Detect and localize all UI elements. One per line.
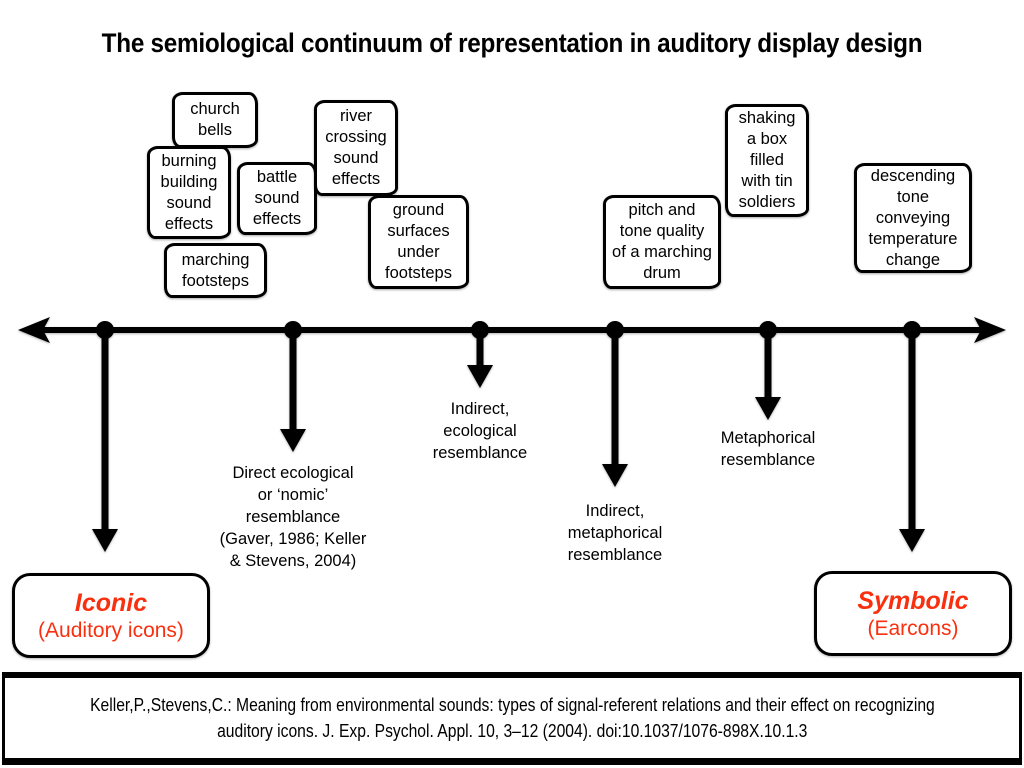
example-box-pitch-tone-drum: pitch and tone quality of a marching dru… xyxy=(603,195,721,289)
example-box-text: descending tone conveying temperature ch… xyxy=(868,166,958,269)
citation-bar: Keller,P.,Stevens,C.: Meaning from envir… xyxy=(2,672,1022,765)
example-box-text: battle sound effects xyxy=(252,168,302,228)
citation-line-1: Keller,P.,Stevens,C.: Meaning from envir… xyxy=(89,695,935,715)
left-arrowhead-icon xyxy=(18,317,50,343)
down-arrow-head-icon xyxy=(602,464,628,487)
down-arrow-head-icon xyxy=(280,429,306,452)
endpoint-label-symbolic: Symbolic xyxy=(857,586,969,615)
example-box-shaking-box: shaking a box filled with tin soldiers xyxy=(725,104,809,217)
example-box-marching-footsteps: marching footsteps xyxy=(164,243,267,298)
label-metaphorical: Metaphorical resemblance xyxy=(720,429,816,469)
endpoint-sublabel-auditory-icons: (Auditory icons) xyxy=(38,618,184,642)
example-box-text: burning building sound effects xyxy=(160,151,218,233)
citation-line-2: auditory icons. J. Exp. Psychol. Appl. 1… xyxy=(216,721,808,741)
example-box-river-crossing: river crossing sound effects xyxy=(314,100,398,196)
example-box-ground-surfaces: ground surfaces under footsteps xyxy=(368,195,469,289)
example-box-text: church bells xyxy=(190,100,240,139)
example-box-text: ground surfaces under footsteps xyxy=(385,201,452,282)
continuum-timeline xyxy=(18,317,1006,552)
endpoint-box-symbolic: Symbolic (Earcons) xyxy=(814,571,1012,656)
example-box-battle-sound: battle sound effects xyxy=(237,162,317,235)
down-arrow-head-icon xyxy=(92,529,118,552)
example-box-text: shaking a box filled with tin soldiers xyxy=(738,109,796,211)
right-arrowhead-icon xyxy=(974,317,1006,343)
label-indirect-ecological: Indirect, ecological resemblance xyxy=(432,400,528,462)
page-title: The semiological continuum of representa… xyxy=(101,28,923,58)
example-box-text: pitch and tone quality of a marching dru… xyxy=(612,201,712,282)
example-box-church-bells: church bells xyxy=(172,92,258,148)
endpoint-label-iconic: Iconic xyxy=(74,588,148,617)
endpoint-box-iconic: Iconic (Auditory icons) xyxy=(12,573,210,658)
down-arrow-head-icon xyxy=(755,397,781,420)
down-arrow-head-icon xyxy=(899,529,925,552)
endpoint-sublabel-earcons: (Earcons) xyxy=(867,616,959,640)
example-box-burning-building: burning building sound effects xyxy=(147,146,231,239)
example-box-text: river crossing sound effects xyxy=(325,107,387,188)
label-indirect-metaphorical: Indirect, metaphorical resemblance xyxy=(567,502,663,564)
example-box-text: marching footsteps xyxy=(181,250,250,290)
down-arrow-head-icon xyxy=(467,365,493,388)
example-box-descending-tone: descending tone conveying temperature ch… xyxy=(854,163,972,273)
label-direct-ecological: Direct ecological or ‘nomic’ resemblance… xyxy=(219,464,367,570)
